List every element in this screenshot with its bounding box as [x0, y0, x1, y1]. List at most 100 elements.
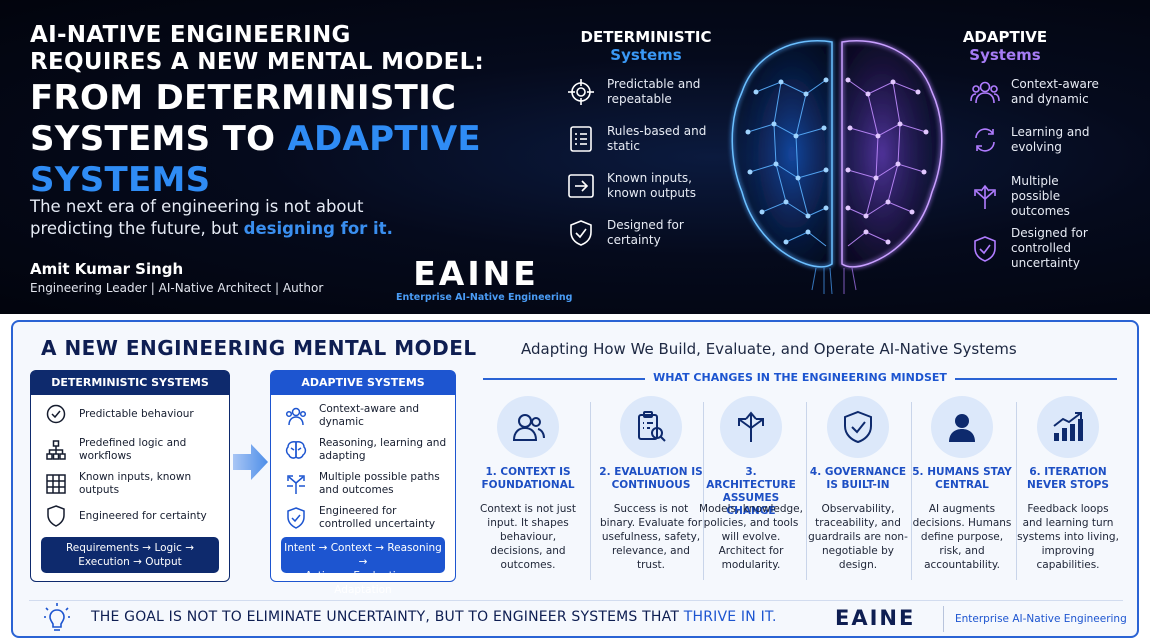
mindset-col-6-title: 6. ITERATION NEVER STOPS — [1027, 466, 1109, 491]
lightbulb-icon — [44, 603, 70, 631]
column-divider — [1016, 402, 1017, 580]
mindset-col-3: 3. ARCHITECTURE ASSUMES CHANGE Models, k… — [699, 396, 803, 572]
det-flow: Requirements → Logic → Execution → Outpu… — [41, 537, 219, 573]
shield-check-icon — [827, 396, 889, 458]
crosshair-icon — [566, 77, 596, 107]
column-divider — [590, 402, 591, 580]
ada-card-item-1-label: Context-aware and dynamic — [319, 403, 420, 428]
ada-card-item-4: Engineered for controlled uncertainty — [285, 505, 449, 530]
det-item-2-label: Rules-based and static — [607, 124, 707, 153]
logo-wordmark: EAINE — [413, 254, 539, 293]
mindset-col-2-desc: Success is not binary. Evaluate for usef… — [599, 503, 703, 571]
footer-tagline: Enterprise AI-Native Engineering — [955, 613, 1127, 625]
growth-chart-icon — [1037, 396, 1099, 458]
mindset-col-3-title: 3. ARCHITECTURE ASSUMES CHANGE — [706, 466, 796, 517]
hierarchy-icon — [45, 439, 67, 461]
title-line-4-accent: ADAPTIVE — [287, 119, 481, 159]
hero-subtitle: The next era of engineering is not about… — [30, 196, 450, 240]
hero-banner: AI-NATIVE ENGINEERING REQUIRES A NEW MEN… — [0, 0, 1150, 314]
shield-icon — [45, 505, 67, 527]
mindset-title: WHAT CHANGES IN THE ENGINEERING MINDSET — [483, 370, 1117, 386]
goal-statement-main: THE GOAL IS NOT TO ELIMINATE UNCERTAINTY… — [91, 609, 684, 625]
mindset-col-1-desc: Context is not just input. It shapes beh… — [480, 503, 576, 571]
ada-item-2: Learning and evolving — [970, 125, 1111, 155]
ada-item-1: Context-aware and dynamic — [970, 77, 1111, 107]
hero-subtitle-highlight: designing for it. — [243, 219, 393, 238]
arrow-box-icon — [566, 171, 596, 201]
people-icon — [497, 396, 559, 458]
title-line-2: REQUIRES A NEW MENTAL MODEL: — [30, 49, 485, 75]
hero-subtitle-main: The next era of engineering is not about… — [30, 197, 364, 238]
ada-item-3-label: Multiple possible outcomes — [1011, 174, 1070, 218]
ada-item-4-label: Designed for controlled uncertainty — [1011, 226, 1088, 270]
det-item-1: Predictable and repeatable — [566, 77, 707, 107]
mindset-col-4-title: 4. GOVERNANCE IS BUILT-IN — [809, 466, 907, 491]
title-line-4: SYSTEMS TO ADAPTIVE — [30, 121, 530, 158]
det-card-item-2-label: Predefined logic and workflows — [79, 437, 187, 462]
person-icon — [931, 396, 993, 458]
column-divider — [806, 402, 807, 580]
ada-item-3: Multiple possible outcomes — [970, 174, 1111, 219]
det-card-item-4-label: Engineered for certainty — [79, 509, 207, 522]
users-icon — [285, 405, 307, 427]
mindset-col-1-title: 1. CONTEXT IS FOUNDATIONAL — [481, 466, 575, 491]
author-role: Engineering Leader | AI-Native Architect… — [30, 281, 324, 295]
cycle-icon — [970, 125, 1000, 155]
hero-title: AI-NATIVE ENGINEERING REQUIRES A NEW MEN… — [30, 22, 530, 199]
mindset-col-6: 6. ITERATION NEVER STOPS Feedback loops … — [1016, 396, 1120, 572]
shield-check-icon — [566, 218, 596, 248]
adaptive-title: ADAPTIVE — [962, 28, 1048, 46]
deterministic-subtitle: Systems — [610, 46, 682, 64]
mindset-col-1: 1. CONTEXT IS FOUNDATIONAL Context is no… — [476, 396, 580, 572]
det-item-4: Designed for certainty — [566, 218, 707, 248]
ada-flow-line-2: Action → Evaluation → Adaptation — [305, 570, 421, 596]
mindset-col-2-title: 2. EVALUATION IS CONTINUOUS — [599, 466, 703, 491]
ada-card-item-4-label: Engineered for controlled uncertainty — [319, 505, 436, 530]
deterministic-systems-card: DETERMINISTIC SYSTEMS Predictable behavi… — [30, 370, 230, 582]
ada-item-4: Designed for controlled uncertainty — [970, 226, 1111, 271]
ada-card-item-1: Context-aware and dynamic — [285, 403, 449, 428]
det-item-3-label: Known inputs, known outputs — [607, 171, 696, 200]
adaptive-subtitle: Systems — [969, 46, 1041, 64]
det-card-item-1-label: Predictable behaviour — [79, 407, 194, 420]
ada-card-item-2: Reasoning, learning and adapting — [285, 437, 449, 462]
mindset-col-5-title: 5. HUMANS STAY CENTRAL — [912, 466, 1012, 491]
clipboard-search-icon — [620, 396, 682, 458]
eaine-logo: EAINE Enterprise AI-Native Engineering — [396, 254, 573, 304]
det-card-item-3-label: Known inputs, known outputs — [79, 471, 192, 496]
det-item-4-label: Designed for certainty — [607, 218, 684, 247]
title-line-5: SYSTEMS — [30, 160, 211, 200]
panel-title: A NEW ENGINEERING MENTAL MODEL — [41, 336, 477, 360]
footer-divider — [29, 600, 1123, 601]
author-name: Amit Kumar Singh — [30, 260, 184, 278]
branch-arrows-icon — [970, 182, 1000, 212]
check-circle-icon — [45, 403, 67, 425]
mindset-col-4-desc: Observability, traceability, and guardra… — [808, 503, 908, 571]
mindset-col-5: 5. HUMANS STAY CENTRAL AI augments decis… — [910, 396, 1014, 572]
shield-check-icon — [285, 506, 307, 529]
title-line-3: FROM DETERMINISTIC — [30, 78, 457, 118]
title-line-4-a: SYSTEMS TO — [30, 119, 288, 159]
title-line-1: AI-NATIVE ENGINEERING — [30, 22, 351, 48]
det-card-item-2: Predefined logic and workflows — [45, 437, 209, 462]
footer-logo: EAINE — [835, 606, 916, 630]
det-card-item-3: Known inputs, known outputs — [45, 471, 209, 496]
users-icon — [970, 77, 1000, 107]
mindset-col-4: 4. GOVERNANCE IS BUILT-IN Observability,… — [806, 396, 910, 572]
document-list-icon — [566, 124, 596, 154]
det-card-item-4: Engineered for certainty — [45, 505, 209, 527]
ada-item-2-label: Learning and evolving — [1011, 125, 1090, 154]
det-item-2: Rules-based and static — [566, 124, 707, 154]
adaptive-systems-card: ADAPTIVE SYSTEMS Context-aware and dynam… — [270, 370, 456, 596]
logo-tagline: Enterprise AI-Native Engineering — [396, 292, 573, 303]
adaptive-heading: ADAPTIVE Systems — [950, 28, 1060, 64]
column-divider — [703, 402, 704, 580]
mindset-col-5-desc: AI augments decisions. Humans define pur… — [912, 503, 1012, 571]
split-arrows-icon — [720, 396, 782, 458]
det-flow-line-1: Requirements → Logic → — [65, 542, 195, 554]
ada-card-item-3-label: Multiple possible paths and outcomes — [319, 471, 440, 496]
brain-illustration — [731, 39, 943, 295]
ada-flow: Intent → Context → Reasoning → Action → … — [281, 537, 445, 596]
footer-logo-divider — [943, 606, 944, 632]
goal-statement-highlight: THRIVE IN IT. — [683, 609, 777, 625]
